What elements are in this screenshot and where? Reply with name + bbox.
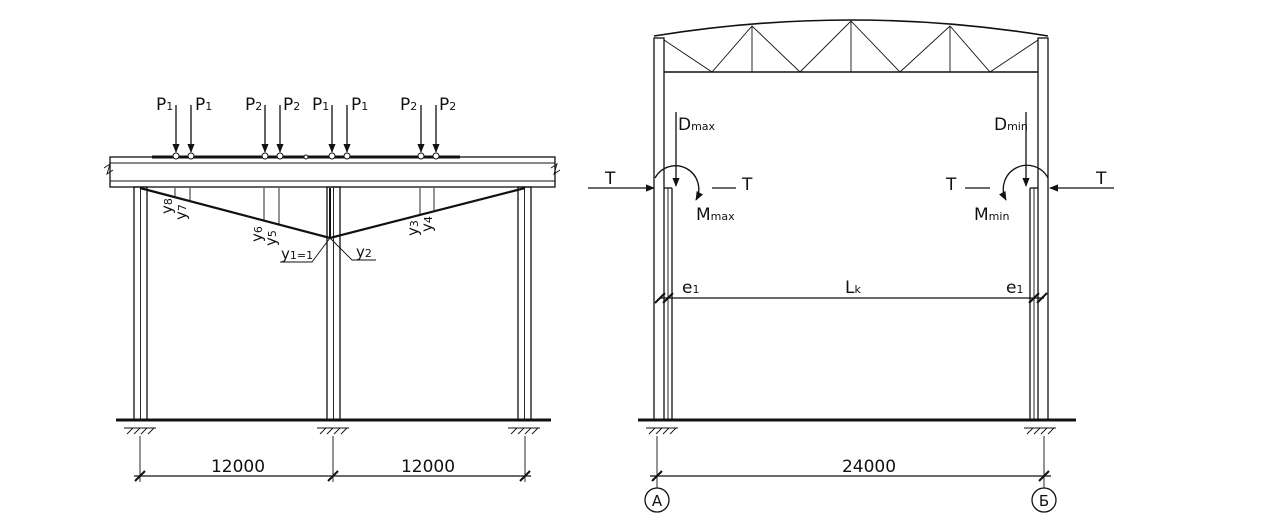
load-arrows (172, 105, 440, 160)
ordinate-label: y3 (404, 220, 422, 236)
right-view-frame: T T T T Dmax Dmin Mmax Mmin e1 Lk e1 240… (588, 19, 1114, 513)
ordinate-label: y8 (158, 198, 176, 214)
load-labels: P1 P1 P2 P2 P1 P1 P2 P2 (156, 95, 456, 115)
y2-label: y2 (356, 243, 372, 261)
span-right-label: 12000 (401, 457, 455, 477)
load-label: P1 (195, 95, 212, 115)
load-label: P1 (312, 95, 329, 115)
dmax-label: Dmax (678, 115, 716, 135)
t-label-center-left: T (741, 175, 753, 195)
mmin-moment-arc (998, 164, 1049, 201)
ordinate-label: y5 (262, 230, 280, 246)
lk-label: Lk (845, 278, 861, 298)
left-column-2 (326, 186, 341, 421)
left-column-3 (517, 186, 532, 421)
crane-beam (109, 156, 556, 188)
ordinate-labels: y8 y7 y6 y5 y3 y4 (158, 198, 436, 246)
load-label: P1 (351, 95, 368, 115)
left-view-crane-beam: P1 P1 P2 P2 P1 P1 P2 P2 y8 y7 y6 y5 y3 y… (103, 95, 561, 482)
mmax-moment-arc (654, 165, 704, 201)
span-dimension (650, 436, 1051, 488)
t-label-right: T (1095, 169, 1107, 189)
axis-b-label: Б (1039, 492, 1049, 510)
right-supports (646, 427, 1056, 435)
left-supports (124, 427, 540, 435)
load-label: P2 (439, 95, 456, 115)
left-dimension (134, 436, 531, 482)
ordinate-label: y4 (418, 216, 436, 232)
left-column-1 (133, 186, 148, 421)
right-column-b (1029, 37, 1049, 421)
e1-label-left: e1 (682, 278, 699, 298)
right-column-a (653, 37, 673, 421)
load-label: P2 (400, 95, 417, 115)
axis-bubble-b (1031, 487, 1057, 513)
dmin-label: Dmin (994, 115, 1028, 135)
load-label: P1 (156, 95, 173, 115)
axis-a-label: А (652, 492, 663, 510)
span-left-label: 12000 (211, 457, 265, 477)
influence-line (139, 186, 526, 263)
lk-dimension (654, 292, 1048, 304)
t-label-left: T (604, 169, 616, 189)
roof-truss (653, 19, 1049, 73)
mmin-label: Mmin (974, 205, 1009, 225)
axis-bubble-a (644, 487, 670, 513)
ordinate-label: y6 (248, 226, 266, 242)
e1-label-right: e1 (1006, 278, 1023, 298)
load-label: P2 (245, 95, 262, 115)
span-label: 24000 (842, 457, 896, 477)
t-label-center-right: T (945, 175, 957, 195)
ordinate-label: y7 (172, 204, 190, 220)
load-label: P2 (283, 95, 300, 115)
y1-label: y1=1 (281, 245, 313, 263)
mmax-label: Mmax (696, 205, 735, 225)
